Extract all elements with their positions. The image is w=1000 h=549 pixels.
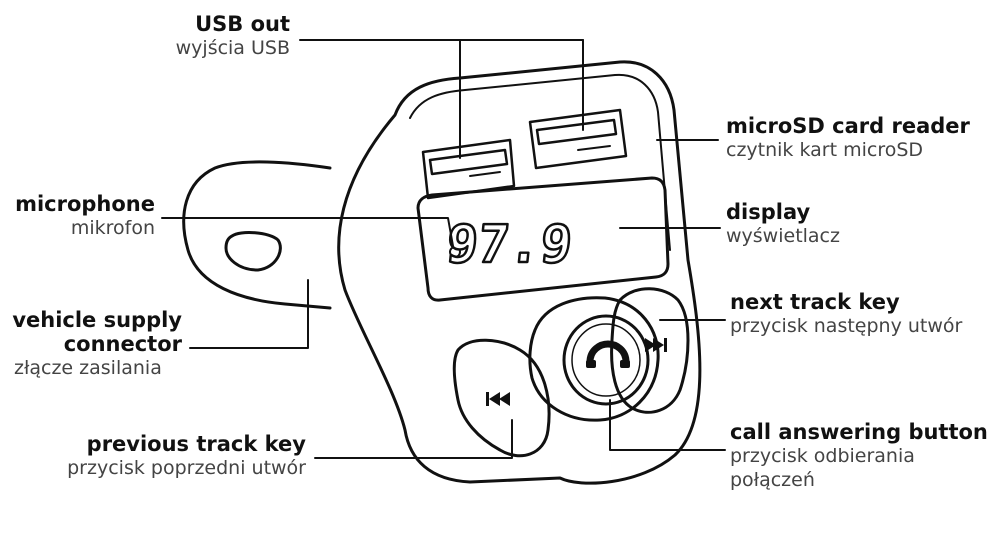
microsd-label-en: microSD card reader (726, 114, 970, 138)
previous-track-label: previous track key przycisk poprzedni ut… (0, 432, 306, 480)
usb-out-label-pl: wyjścia USB (175, 37, 290, 59)
previous-track-label-en: previous track key (86, 432, 306, 456)
previous-track-label-pl: przycisk poprzedni utwór (67, 457, 306, 479)
previous-track-key[interactable] (452, 338, 551, 458)
phone-handset-icon (586, 340, 630, 368)
usb-port-left (421, 138, 516, 200)
display-window (416, 176, 670, 302)
device-body (337, 60, 702, 485)
usb-out-label-en: USB out (195, 12, 290, 36)
next-track-label-pl: przycisk następny utwór (730, 315, 963, 337)
next-track-label: next track key przycisk następny utwór (730, 290, 962, 338)
vehicle-supply-label-pl: złącze zasilania (14, 357, 162, 379)
call-answer-label: call answering button przycisk odbierani… (730, 420, 988, 492)
vehicle-supply-label: vehicle supply connector złącze zasilani… (0, 308, 182, 380)
vehicle-supply-label-en-1: vehicle supply (12, 308, 182, 332)
next-track-label-en: next track key (730, 290, 900, 314)
vehicle-supply-connector (182, 160, 332, 310)
call-answer-label-en: call answering button (730, 420, 988, 444)
display-label: display wyświetlacz (726, 200, 840, 248)
microphone-hole (449, 246, 461, 258)
microphone-label-en: microphone (15, 192, 155, 216)
callout-lines (161, 39, 726, 459)
previous-track-icon (486, 392, 510, 406)
microphone-label: microphone mikrofon (0, 192, 155, 240)
call-answer-label-pl-2: połączeń (730, 469, 815, 491)
microsd-label-pl: czytnik kart microSD (726, 139, 924, 161)
microsd-label: microSD card reader czytnik kart microSD (726, 114, 970, 162)
usb-out-label: USB out wyjścia USB (120, 12, 290, 60)
call-answer-label-pl-1: przycisk odbierania (730, 445, 915, 467)
call-answering-button[interactable] (528, 296, 660, 422)
display-label-pl: wyświetlacz (726, 225, 840, 247)
usb-port-right (528, 108, 628, 170)
display-frequency: 97.9 (444, 215, 575, 275)
vehicle-supply-label-en-2: connector (63, 332, 182, 356)
display-label-en: display (726, 200, 811, 224)
microphone-label-pl: mikrofon (70, 217, 155, 239)
